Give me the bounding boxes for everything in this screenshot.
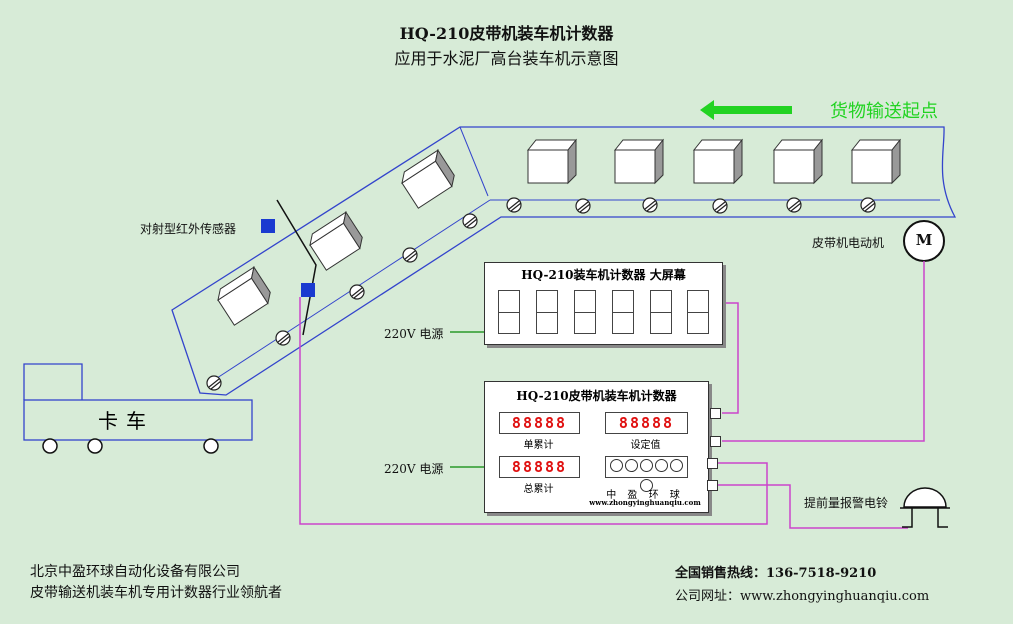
truck-wheel (203, 438, 219, 454)
flow-arrow (700, 100, 792, 120)
roller (275, 330, 291, 346)
big-screen-digit (498, 290, 520, 334)
set-value-display: 88888 (605, 412, 688, 434)
company-website: 公司网址：www.zhongyinghuanqiu.com (675, 589, 930, 604)
roller (506, 197, 522, 213)
wire-sensor (299, 297, 768, 525)
sensor-label: 对射型红外传感器 (140, 222, 237, 236)
screen-power-label: 220V 电源 (384, 327, 444, 341)
motor-symbol: M (915, 231, 933, 249)
cargo-box (692, 138, 744, 185)
big-screen-digit (687, 290, 709, 334)
roller (575, 198, 591, 214)
truck-graphic (23, 363, 253, 441)
cargo-box (401, 148, 455, 209)
total-count-display: 88888 (499, 456, 580, 478)
cargo-start-label: 货物输送起点 (830, 101, 938, 122)
sensor-bracket (276, 199, 317, 336)
sales-hotline: 全国销售热线：136-7518-9210 (675, 566, 877, 581)
roller (712, 198, 728, 214)
cargo-box (309, 210, 363, 271)
sensor-receiver (301, 283, 315, 297)
company-slogan: 皮带输送机装车机专用计数器行业领航者 (30, 585, 282, 601)
total-count-caption: 总累计 (523, 484, 554, 495)
counter-port (710, 436, 721, 447)
truck-wheel (42, 438, 58, 454)
indicator-lamp (640, 459, 653, 472)
cargo-boxes-incline (217, 148, 455, 326)
cargo-box (772, 138, 824, 185)
set-value-caption: 设定值 (630, 440, 661, 451)
indicator-lamp (610, 459, 623, 472)
motor-label: 皮带机电动机 (812, 236, 885, 250)
belt-top-inner-line (459, 126, 489, 197)
roller (402, 247, 418, 263)
device-website: www.zhongyinghuanqiu.com (589, 498, 701, 507)
roller (786, 197, 802, 213)
signal-wires (299, 261, 925, 529)
alarm-bell-icon (900, 487, 950, 528)
roller (206, 375, 222, 391)
big-screen-digit (612, 290, 634, 334)
cargo-boxes-top (526, 138, 902, 185)
big-screen-digit (574, 290, 596, 334)
roller (349, 284, 365, 300)
roller-group (206, 197, 876, 391)
wire-screen (722, 302, 739, 414)
big-screen-display: HQ-210装车机计数器 大屏幕 (484, 262, 723, 345)
sensor-emitter (261, 219, 275, 233)
diagram-title: HQ-210皮带机装车机计数器 (399, 24, 614, 43)
big-screen-digit (650, 290, 672, 334)
alarm-label: 提前量报警电铃 (804, 496, 889, 510)
roller (860, 197, 876, 213)
diagram-subtitle: 应用于水泥厂高台装车机示意图 (394, 49, 619, 68)
wire-alarm (717, 484, 908, 529)
cargo-box (850, 138, 902, 185)
company-name: 北京中盈环球自动化设备有限公司 (30, 564, 240, 580)
conveyor-belt-outline (171, 126, 957, 396)
truck-wheel (87, 438, 103, 454)
counter-title: HQ-210皮带机装车机计数器 (516, 389, 677, 403)
truck-wheels (42, 438, 219, 454)
counter-port (707, 458, 718, 469)
truck-bed (23, 399, 253, 441)
single-count-display: 88888 (499, 412, 580, 434)
cargo-box (217, 265, 271, 326)
counter-power-label: 220V 电源 (384, 462, 444, 476)
big-screen-digit (536, 290, 558, 334)
indicator-lamps (605, 456, 688, 492)
roller (642, 197, 658, 213)
counter-device: HQ-210皮带机装车机计数器 88888 单累计 88888 设定值 8888… (484, 381, 709, 513)
cargo-box (526, 138, 578, 185)
indicator-lamp (670, 459, 683, 472)
roller (462, 213, 478, 229)
indicator-lamp (655, 459, 668, 472)
brand-name: 中 盈 环 球 (606, 490, 684, 501)
big-screen-title: HQ-210装车机计数器 大屏幕 (521, 268, 686, 282)
indicator-lamp (640, 479, 653, 492)
truck-label: 卡车 (98, 409, 154, 433)
counter-port (710, 408, 721, 419)
wire-motor (722, 261, 925, 442)
truck-cab (23, 363, 83, 400)
counter-port (707, 480, 718, 491)
indicator-lamp (625, 459, 638, 472)
cargo-box (613, 138, 665, 185)
single-count-caption: 单累计 (523, 440, 554, 451)
